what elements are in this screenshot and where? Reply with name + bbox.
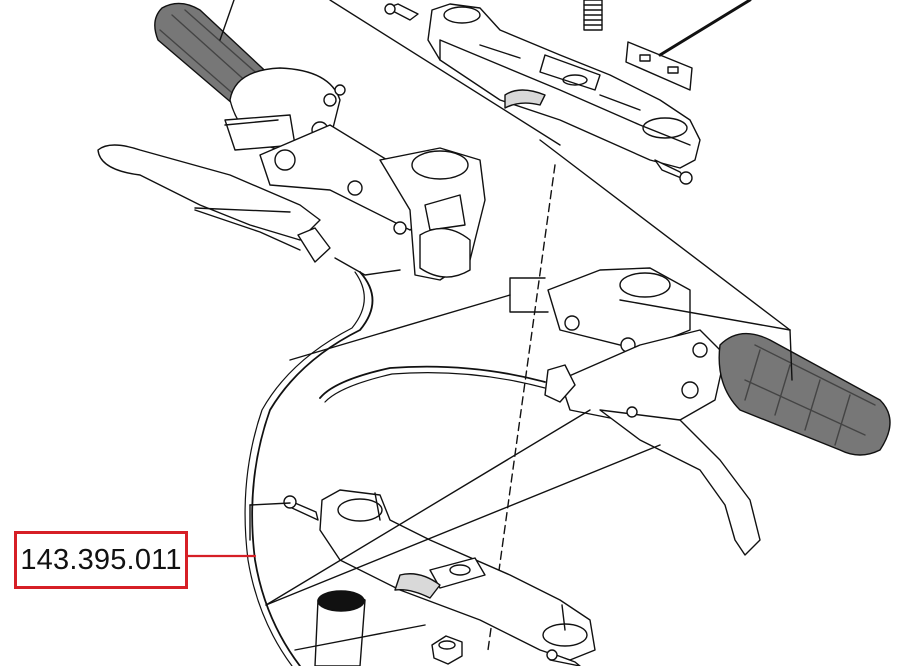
steering-stem	[314, 590, 366, 666]
upper-triple-clamp	[427, 3, 701, 169]
lower-right-bolt	[546, 649, 581, 666]
upper-right-bolt	[654, 159, 693, 185]
right-clamp-block	[547, 267, 691, 353]
left-cable	[251, 271, 374, 666]
lower-triple-clamp	[319, 489, 596, 661]
right-grip	[718, 332, 891, 456]
right-cable	[319, 365, 546, 399]
right-lever-perch	[544, 329, 726, 421]
lower-left-bolt	[283, 495, 319, 521]
left-clamp-block	[379, 147, 486, 281]
stem-nut	[431, 635, 463, 665]
right-lever	[599, 406, 761, 556]
left-lever	[97, 144, 401, 276]
upper-left-bolt	[384, 3, 419, 21]
part-number-callout: 143.395.011	[14, 531, 188, 589]
threaded-stud	[583, 0, 603, 31]
part-number-label: 143.395.011	[20, 543, 182, 576]
mounting-plate	[625, 0, 752, 91]
